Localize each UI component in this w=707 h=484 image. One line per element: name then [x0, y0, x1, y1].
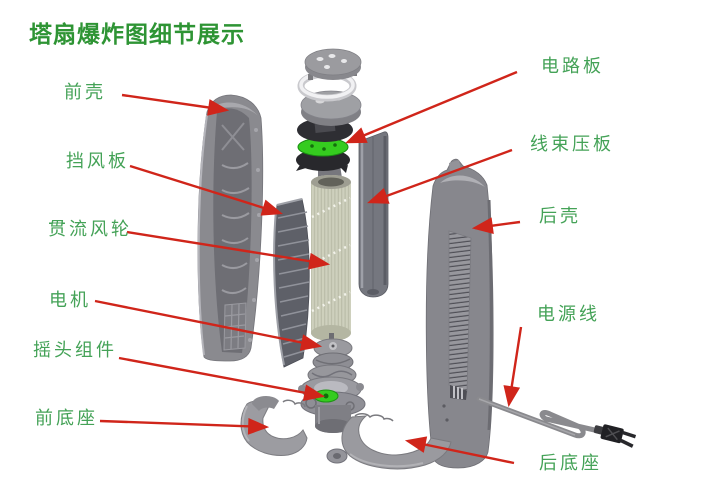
front-shell-part [197, 94, 264, 362]
arrow-front-base [99, 417, 270, 435]
plug-icon [593, 424, 637, 448]
label-wind-deflector: 挡风板 [66, 151, 129, 172]
motor-oscillation-stack [298, 333, 366, 433]
rear-shell-part [425, 158, 494, 469]
label-circuit-board: 电路板 [541, 56, 604, 77]
label-rear-base: 后底座 [539, 453, 602, 474]
arrow-rear-shell [471, 217, 521, 234]
arrow-rear-base [404, 436, 515, 465]
label-crossflow-impeller: 贯流风轮 [48, 219, 132, 240]
arrow-front-shell [121, 93, 230, 116]
label-front-shell: 前壳 [64, 82, 106, 103]
front-base-part [240, 395, 308, 456]
label-oscillation-assembly: 摇头组件 [33, 340, 117, 361]
leader-arrows [94, 70, 523, 465]
arrow-motor [94, 299, 323, 351]
label-front-base: 前底座 [35, 408, 98, 429]
crossflow-impeller-part [311, 165, 351, 341]
wire-harness-plate-part [358, 131, 389, 298]
page-title: 塔扇爆炸图细节展示 [29, 21, 245, 47]
rear-base-part [326, 413, 452, 470]
arrow-oscillation-assembly [118, 356, 326, 401]
arrow-wind-deflector [129, 164, 284, 216]
arrow-power-cord [503, 326, 523, 408]
wind-deflector-part [273, 198, 310, 368]
label-power-cord: 电源线 [537, 304, 600, 325]
label-motor: 电机 [49, 290, 91, 311]
arrow-wire-harness-plate [367, 148, 513, 204]
label-wire-harness-plate: 线束压板 [530, 134, 614, 155]
arrow-circuit-board [345, 70, 518, 144]
label-rear-shell: 后壳 [539, 206, 581, 227]
power-cord-part [476, 396, 637, 448]
arrow-crossflow-impeller [126, 230, 331, 270]
top-cap-assembly [296, 48, 362, 173]
